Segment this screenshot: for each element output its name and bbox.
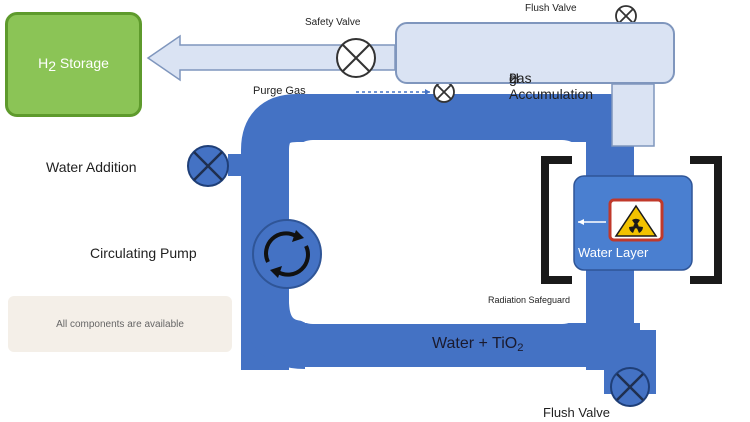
flush-valve-top-label: Flush Valve [525, 3, 577, 14]
loop-interior [289, 140, 586, 324]
purge-gas-label: Purge Gas [253, 85, 306, 97]
h2-storage-box: H2 Storage [5, 12, 142, 117]
storage-label: H2 Storage [38, 55, 109, 74]
radiation-safeguard-bracket [541, 156, 572, 284]
flush-valve-bottom-icon[interactable] [610, 367, 650, 407]
water-layer-label: Water Layer [578, 245, 649, 260]
water-addition-valve-icon[interactable] [187, 145, 229, 187]
radiation-warning-icon [608, 198, 664, 242]
water-addition-label: Water Addition [46, 159, 137, 175]
flush-valve-bottom-label: Flush Valve [543, 405, 610, 420]
circulation-pipe [241, 94, 634, 370]
water-addition-pipe [228, 154, 268, 176]
radiation-safeguard-label: Radiation Safeguard [488, 295, 571, 305]
status-message: All components are available [56, 318, 184, 330]
safety-valve-icon[interactable] [336, 38, 376, 78]
water-tio2-label: Water + TiO2 [432, 335, 524, 354]
safety-valve-label: Safety Valve [305, 17, 361, 28]
riser-pipe [611, 83, 655, 147]
circulating-pump-icon[interactable] [252, 219, 322, 289]
status-panel: All components are available [8, 296, 232, 352]
circulating-pump-label: Circulating Pump [90, 245, 197, 261]
purge-gas-valve-icon[interactable] [433, 81, 455, 103]
